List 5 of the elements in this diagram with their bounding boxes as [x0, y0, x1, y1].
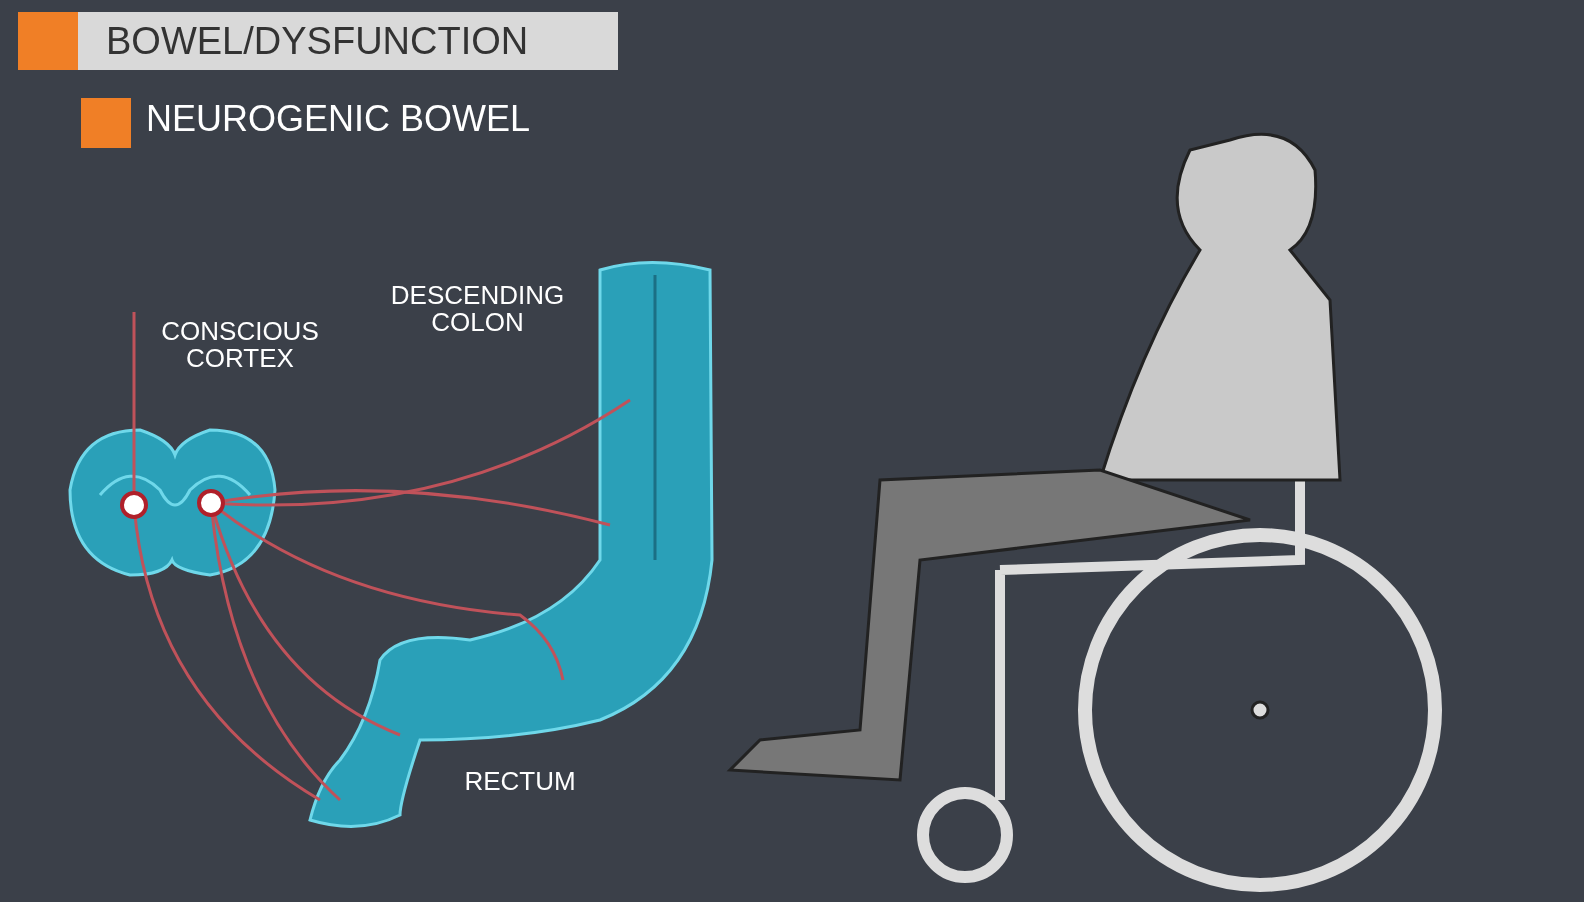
structure-label: CONSCIOUS CORTEX: [160, 318, 320, 373]
structure-label: DESCENDING COLON: [389, 282, 566, 337]
subtitle: NEUROGENIC BOWEL: [146, 100, 531, 138]
title-banner: BOWEL/DYSFUNCTION: [78, 12, 618, 70]
structure-label: RECTUM: [463, 768, 577, 796]
